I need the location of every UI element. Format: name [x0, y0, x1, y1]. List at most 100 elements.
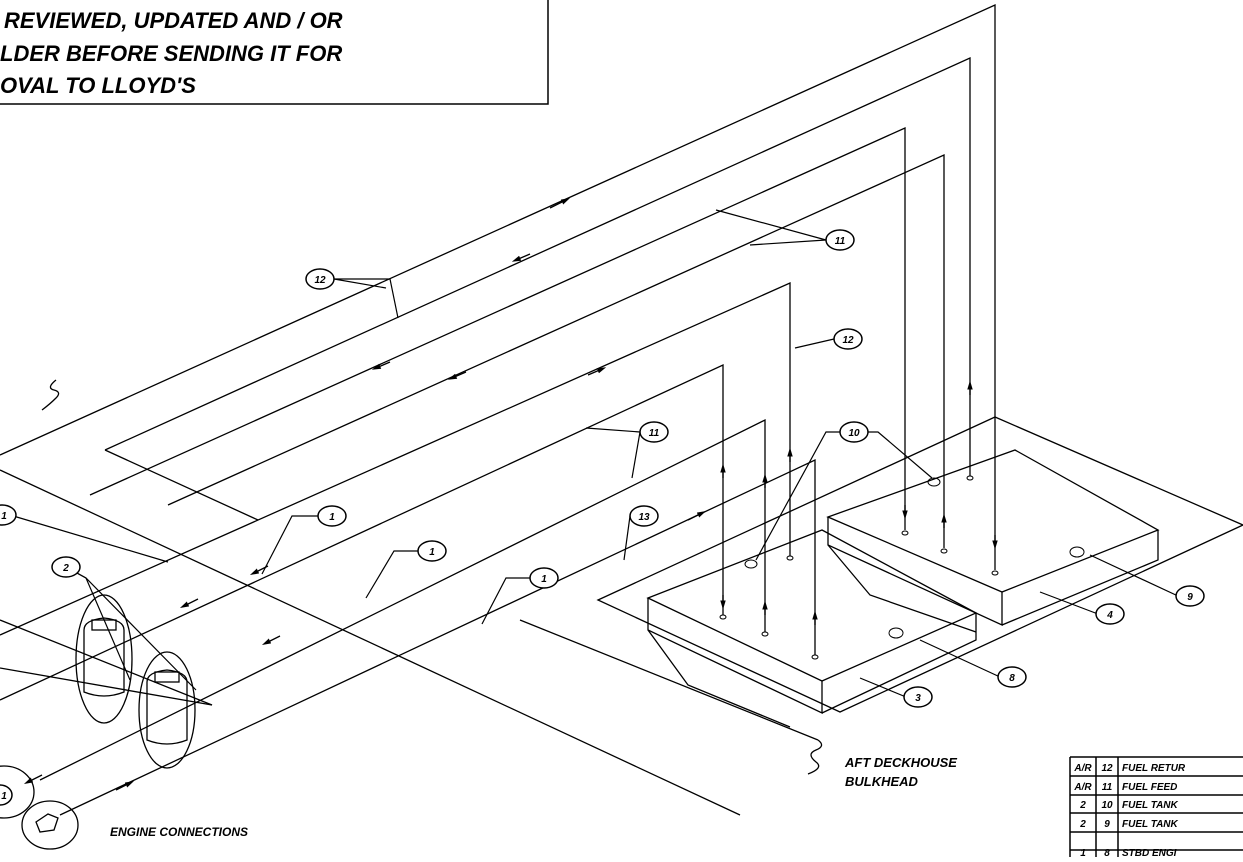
engine-fitting-icon [35, 813, 59, 833]
pipe-line-i [59, 458, 816, 816]
parts-item: 11 [1102, 782, 1113, 793]
engine-connection-port [0, 765, 35, 819]
flow-arrow [179, 598, 199, 609]
note-line-3: OVAL TO LLOYD'S [0, 73, 196, 98]
tank-connection-point [991, 570, 999, 576]
parts-desc: FUEL TANK [1122, 800, 1179, 811]
svg-text:11: 11 [835, 236, 846, 247]
parts-qty: 2 [1079, 800, 1086, 811]
svg-text:11: 11 [649, 428, 660, 439]
tank-connection-point [901, 530, 909, 536]
callout-8: 8 [997, 666, 1027, 688]
fuel-tank-stbd-side [827, 517, 1003, 627]
pipe-line-c [89, 126, 906, 530]
callout-11-top: 11 [825, 229, 855, 251]
callout-1-b: 1 [417, 540, 447, 562]
pipe-line-h [39, 418, 766, 781]
break-mark [41, 379, 60, 411]
fuel-filter-stbd-body [146, 669, 188, 745]
note-line-1: REVIEWED, UPDATED AND / OR [4, 8, 343, 33]
tank-connection-point [966, 475, 974, 481]
flow-arrows [23, 197, 998, 791]
bulkhead-line [519, 619, 819, 741]
flow-arrow [549, 197, 571, 209]
fuel-tank-manhole [1069, 546, 1085, 558]
svg-text:4: 4 [1106, 610, 1113, 621]
flow-arrow [511, 253, 531, 262]
parts-qty: 2 [1079, 819, 1086, 830]
svg-text:8: 8 [1009, 673, 1015, 684]
tank-connection-point [786, 555, 794, 561]
tank-connection-point [811, 654, 819, 660]
fuel-tanks [596, 416, 1243, 728]
fuel-tank-manhole [888, 627, 904, 639]
callout-4: 4 [1095, 603, 1125, 625]
pipe-line-d [167, 153, 945, 548]
pipe-line-j [0, 469, 741, 816]
aft-deckhouse-label: AFT DECKHOUSE [844, 755, 957, 770]
parts-qty: A/R [1073, 763, 1092, 774]
fuel-tank-port-edge [821, 613, 977, 714]
callout-1-left: 1 [0, 504, 17, 526]
svg-text:1: 1 [1, 511, 7, 522]
svg-text:10: 10 [848, 428, 860, 439]
parts-qty: 1 [1080, 848, 1086, 857]
svg-text:1: 1 [541, 574, 547, 585]
callout-leaders [9, 209, 1179, 698]
parts-qty: A/R [1073, 782, 1092, 793]
svg-text:12: 12 [842, 335, 854, 346]
svg-text:2: 2 [62, 563, 69, 574]
flow-arrow [261, 635, 281, 646]
fuel-filter-port [75, 594, 133, 724]
parts-desc: FUEL RETUR [1122, 763, 1186, 774]
break-mark [807, 739, 823, 775]
pipe-runs [0, 3, 996, 816]
fuel-tank-stbd-base [827, 544, 977, 633]
parts-desc: FUEL TANK [1122, 819, 1179, 830]
svg-text:13: 13 [638, 512, 650, 523]
tank-connection-point [940, 548, 948, 554]
fuel-tank-vent [744, 559, 758, 569]
engine-connection-stbd [21, 800, 79, 850]
parts-desc: STBD ENGI [1122, 848, 1177, 857]
fuel-filter-port-body [83, 617, 125, 697]
callout-12-top: 12 [305, 268, 335, 290]
callout-1-engine: 1 [0, 784, 13, 806]
flow-arrow [115, 780, 135, 791]
flow-arrow [23, 774, 43, 785]
svg-text:1: 1 [1, 791, 7, 802]
svg-text:1: 1 [429, 547, 435, 558]
callouts: 12 11 12 11 10 13 1 1 [0, 229, 1205, 806]
fuel-filter-stbd [138, 651, 196, 769]
deck-plate [596, 416, 1243, 713]
svg-text:1: 1 [329, 512, 335, 523]
parts-item: 8 [1104, 848, 1110, 857]
callout-2: 2 [51, 556, 81, 578]
tank-connection-point [719, 614, 727, 620]
fuel-tank-stbd-edge [1001, 530, 1159, 626]
tank-connections [719, 475, 1085, 660]
drawing-labels: AFT DECKHOUSE BULKHEAD ENGINE CONNECTION… [110, 755, 957, 839]
fuel-tank-port-base [647, 629, 791, 728]
parts-item: 9 [1104, 819, 1110, 830]
fuel-filter-stbd-cap [154, 671, 180, 683]
callout-10: 10 [839, 421, 869, 443]
pipe-line-b [104, 56, 971, 480]
callout-1-c: 1 [529, 567, 559, 589]
svg-text:12: 12 [314, 275, 326, 286]
fuel-tank-port-side [647, 598, 823, 715]
callout-1-a: 1 [317, 505, 347, 527]
engine-filters [0, 594, 213, 850]
callout-3: 3 [903, 686, 933, 708]
flow-arrow [371, 361, 391, 370]
callout-9: 9 [1175, 585, 1205, 607]
pipe-line-f [0, 281, 791, 636]
parts-item: 12 [1101, 763, 1113, 774]
parts-list-table: A/R 12 FUEL RETUR A/R 11 FUEL FEED 2 10 … [1069, 756, 1243, 859]
svg-text:9: 9 [1187, 592, 1193, 603]
callout-12-mid: 12 [833, 328, 863, 350]
pipe-line-e [104, 449, 259, 521]
flow-arrow [587, 367, 607, 376]
